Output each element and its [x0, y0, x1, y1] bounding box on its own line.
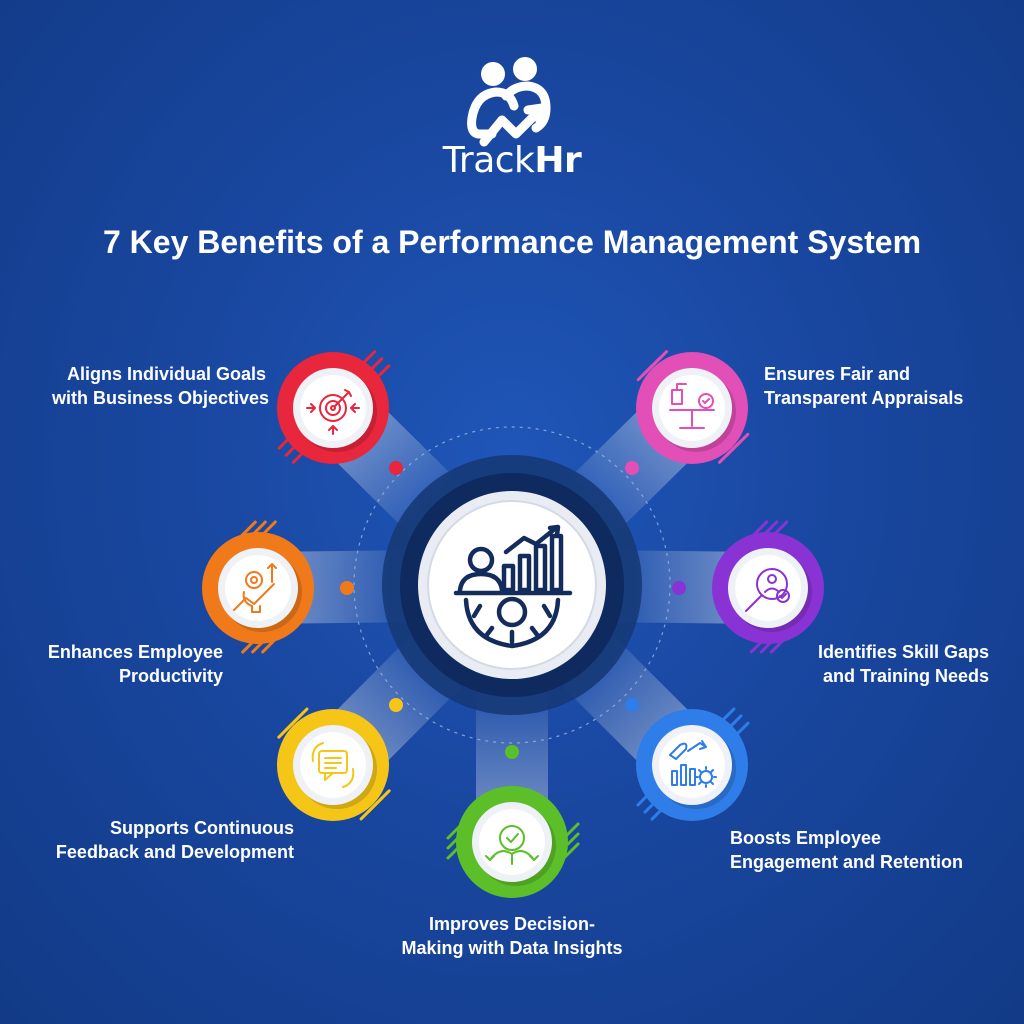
decorative-slashes — [277, 707, 391, 821]
benefit-node — [636, 350, 750, 464]
search-profile-icon — [745, 568, 790, 612]
benefit-label-line-1: Enhances Employee — [47, 642, 223, 662]
benefit-label: Improves Decision- Making with Data Insig… — [380, 912, 644, 960]
benefit-label-line-1: Aligns Individual Goals — [66, 364, 266, 384]
brand-name-light: Track — [442, 140, 535, 181]
feedback-chat-icon — [311, 742, 355, 788]
benefit-node — [712, 520, 824, 654]
benefit-label-line-2: Transparent Appraisals — [764, 388, 964, 408]
connector-dot — [340, 581, 354, 595]
benefit-label-line-2: and Training Needs — [822, 666, 989, 686]
benefit-label-line-2: Making with Data Insights — [401, 938, 623, 958]
page-title: 7 Key Benefits of a Performance Manageme… — [102, 224, 922, 260]
decorative-slashes — [636, 350, 750, 464]
benefit-label-line-1: Improves Decision- — [428, 914, 596, 934]
two-people-growth-arrow-icon — [467, 57, 551, 147]
decision-check-icon — [485, 825, 539, 865]
trackhr-logo — [467, 57, 551, 147]
benefit-label-line-1: Supports Continuous — [110, 818, 294, 838]
benefit-node — [202, 520, 314, 654]
benefit-node — [446, 786, 580, 898]
benefit-label-line-2: Productivity — [118, 666, 223, 686]
benefit-label-line-2: with Business Objectives — [52, 388, 270, 408]
benefit-label-line-1: Identifies Skill Gaps — [817, 642, 989, 662]
benefit-label-line-1: Ensures Fair and — [764, 364, 911, 384]
connector-dot — [625, 461, 639, 475]
center-hub — [382, 455, 642, 715]
connector-dot — [625, 698, 639, 712]
brand-name-bold: Hr — [534, 140, 582, 181]
balance-scale-icon — [669, 383, 715, 429]
lightbulb-gear-icon — [233, 563, 277, 613]
benefit-label-line-2: Engagement and Retention — [730, 852, 964, 872]
target-icon — [306, 389, 360, 435]
benefit-label-line-1: Boosts Employee — [730, 828, 882, 848]
benefit-node — [636, 707, 750, 821]
connector-dot — [505, 745, 519, 759]
benefit-node — [277, 707, 391, 821]
benefit-node — [277, 350, 391, 464]
connector-dot — [672, 581, 686, 595]
rocket-chart-icon — [669, 740, 717, 788]
performance-growth-gear-icon — [453, 524, 573, 649]
benefit-label-line-2: Feedback and Development — [55, 842, 294, 862]
brand-name: TrackHr — [424, 140, 600, 181]
benefit-label: Identifies Skill Gaps and Training Needs — [800, 640, 989, 688]
benefit-label: Aligns Individual Goals with Business Obj… — [52, 362, 270, 410]
connector-dot — [389, 698, 403, 712]
connector-dot — [389, 461, 403, 475]
